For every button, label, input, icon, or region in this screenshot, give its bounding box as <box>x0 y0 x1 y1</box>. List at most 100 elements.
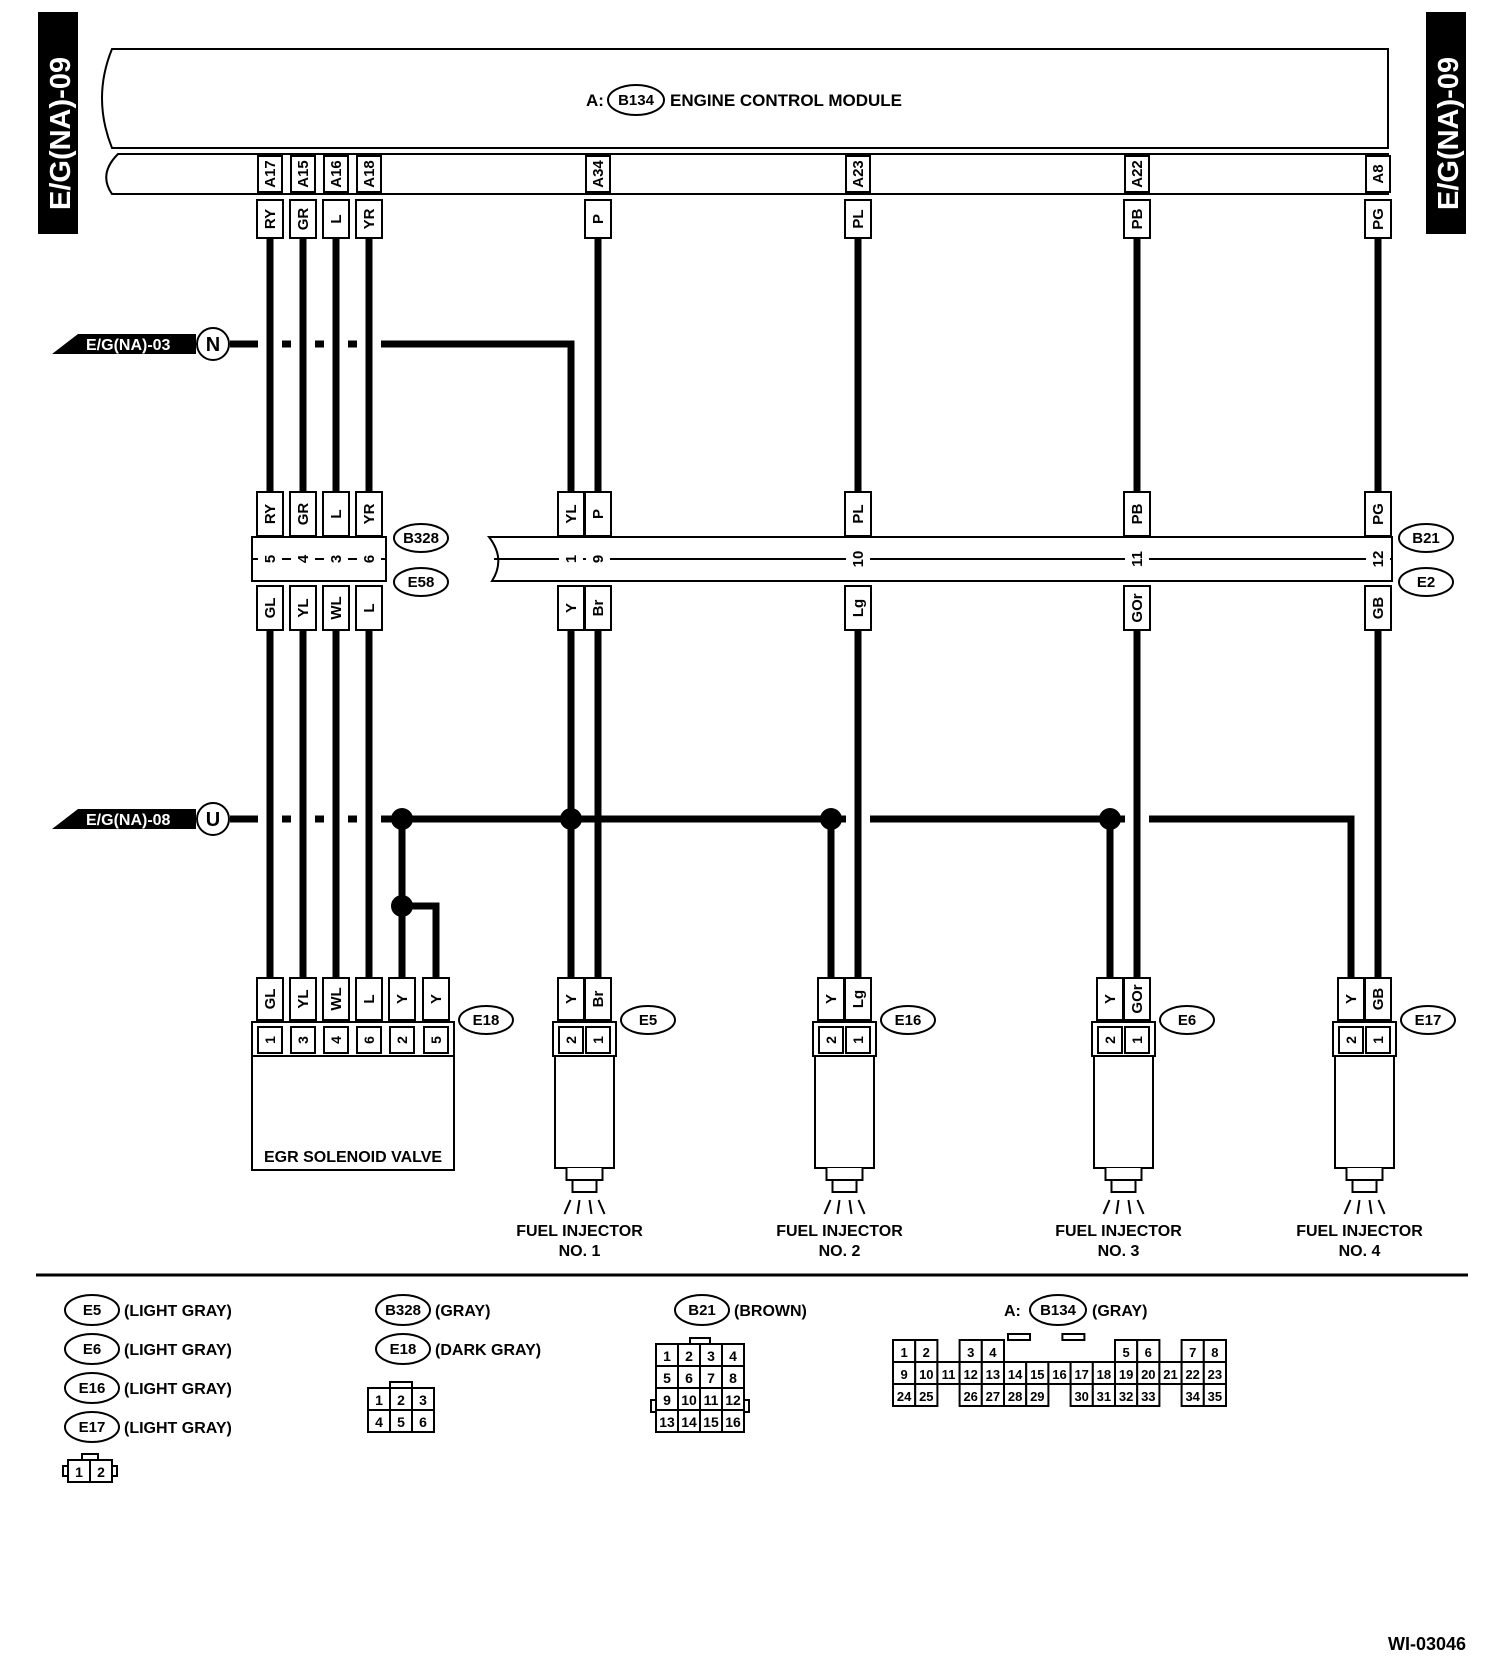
injector-2-wire-color-1-text: Lg <box>850 990 867 1008</box>
legend-ecm-connector: A:B134(GRAY) <box>1004 1294 1147 1326</box>
legend-b21-pinout-cell: 6 <box>685 1370 693 1386</box>
junction-right-top-color-0: YL <box>557 491 585 537</box>
legend-ecm-pinout-cell: 20 <box>1141 1367 1155 1382</box>
injector-4-label: FUEL INJECTOR <box>1296 1223 1423 1240</box>
legend-ecm-desc: (GRAY) <box>1092 1303 1147 1320</box>
junction-right-top-id: B21 <box>1412 530 1440 547</box>
junction-right-pin-0: 1 <box>563 555 580 563</box>
injector-2-pin-0: 2 <box>823 1036 839 1044</box>
side-tab-right[interactable]: E/G(NA)-09 <box>1426 12 1466 234</box>
legend-b21-pinout-cell: 15 <box>703 1414 719 1430</box>
injector-1-wire-color-1-text: Br <box>590 991 607 1008</box>
junction-left-top-color-3: YR <box>355 491 383 537</box>
legend-ecm-pinout-cell: 2 <box>923 1345 930 1360</box>
ecm-wire-color-2-text: L <box>328 214 345 223</box>
junction-left-bottom-color-3-text: L <box>361 603 378 612</box>
egr-label: EGR SOLENOID VALVE <box>264 1149 442 1166</box>
ecm-pin-7-text: A8 <box>1370 164 1387 183</box>
side-tab-left[interactable]: E/G(NA)-09 <box>38 12 78 234</box>
ref-n-page: E/G(NA)-03 <box>86 337 171 354</box>
junction-right-bottom-id: E2 <box>1417 574 1435 591</box>
junction-right-pin-2: 10 <box>850 551 867 568</box>
junction-right-bottom-color-4: GB <box>1364 585 1392 631</box>
legend-injector-connector-0: E5 (LIGHT GRAY) <box>64 1294 232 1326</box>
legend-ecm-pinout-cell: 31 <box>1097 1389 1111 1404</box>
ecm-pin-2-text: A16 <box>328 160 345 188</box>
ecm-wire-color-3-text: YR <box>361 208 378 229</box>
ref-flag-u[interactable]: E/G(NA)-08 U <box>52 802 230 836</box>
injector-1-wire-color-1: Br <box>584 977 612 1021</box>
injector-3-number: NO. 3 <box>1098 1243 1140 1260</box>
ecm-wire-color-0-text: RY <box>262 209 279 229</box>
legend-ecm-pinout-cell: 21 <box>1163 1367 1177 1382</box>
legend-injector-pinout-cell: 1 <box>75 1464 83 1480</box>
ecm-pin-3: A18 <box>356 155 382 193</box>
legend-injector-connector-1-desc: (LIGHT GRAY) <box>124 1342 232 1359</box>
legend-ecm-pinout-cell: 24 <box>897 1389 912 1404</box>
legend-mid-pinout-cell: 2 <box>397 1392 405 1408</box>
junction-right-pin-1: 9 <box>590 555 607 563</box>
injector-2-wire-color-1: Lg <box>844 977 872 1021</box>
legend-injector-connector-0-id: E5 <box>83 1302 101 1319</box>
legend-ecm-pinout-cell: 7 <box>1189 1345 1196 1360</box>
injector-4-wire-color-0: Y <box>1337 977 1365 1021</box>
ecm-pin-0: A17 <box>257 155 283 193</box>
egr-pin-3: 6 <box>361 1036 377 1044</box>
egr-solenoid-valve[interactable]: E18 EGR SOLENOID VALVE <box>251 1005 514 1171</box>
junction-right: B21 E2 <box>486 523 1454 597</box>
ecm-pin-0-text: A17 <box>262 160 279 188</box>
ecm-wire-color-4-text: P <box>590 214 607 224</box>
junction-right-top-color-4-text: PG <box>1370 503 1387 525</box>
legend-ecm-pinout-cell: 32 <box>1119 1389 1133 1404</box>
ref-u-letter: U <box>206 809 220 831</box>
legend-ecm-prefix: A: <box>1004 1303 1021 1320</box>
ecm-wire-color-5: PL <box>844 199 872 239</box>
junction-left-bottom-color-1-text: YL <box>295 598 312 617</box>
ecm-pin-3-text: A18 <box>361 160 378 188</box>
ecm-wire-color-3: YR <box>355 199 383 239</box>
legend-ecm-pinout-cell: 10 <box>919 1367 933 1382</box>
ecm-wire-color-1-text: GR <box>295 208 312 231</box>
ecm-wire-color-6: PB <box>1123 199 1151 239</box>
legend-ecm-pinout-cell: 3 <box>967 1345 974 1360</box>
legend-ecm-pinout-cell: 28 <box>1008 1389 1022 1404</box>
legend-mid-pinout-cell: 4 <box>375 1414 383 1430</box>
junction-left-top-color-3-text: YR <box>361 503 378 524</box>
legend-mid-pinout-cell: 5 <box>397 1414 405 1430</box>
ref-flag-n[interactable]: E/G(NA)-03 N <box>52 327 230 361</box>
ecm-wire-color-5-text: PL <box>850 209 867 228</box>
ecm-pin-5-text: A23 <box>850 160 867 188</box>
legend-b21-pinout-cell: 9 <box>663 1392 671 1408</box>
junction-right-top-color-1: P <box>584 491 612 537</box>
side-tab-left-label: E/G(NA)-09 <box>45 57 77 210</box>
ecm-wire-color-0: RY <box>256 199 284 239</box>
legend-mid-pinout-cell: 6 <box>419 1414 427 1430</box>
junction-left-pin-0: 5 <box>262 555 279 563</box>
ecm-wire-color-7: PG <box>1364 199 1392 239</box>
junction-left-top-color-1: GR <box>289 491 317 537</box>
junction-right-bottom-color-1: Br <box>584 585 612 631</box>
legend-injector-connector-0-desc: (LIGHT GRAY) <box>124 1303 232 1320</box>
ecm-pin-6-text: A22 <box>1129 160 1146 188</box>
legend-ecm-pinout-cell: 15 <box>1030 1367 1044 1382</box>
junction-left-top-color-0-text: RY <box>262 504 279 524</box>
junction-right-top-color-2: PL <box>844 491 872 537</box>
side-tab-right-label: E/G(NA)-09 <box>1433 57 1465 210</box>
junction-right-bottom-color-2-text: Lg <box>850 599 867 617</box>
injector-3-wire-color-0-text: Y <box>1102 994 1119 1004</box>
injector-1-wire-color-0: Y <box>557 977 585 1021</box>
legend-mid-connector-1-desc: (DARK GRAY) <box>435 1342 541 1359</box>
legend-mid-connector-1: E18(DARK GRAY) <box>375 1333 541 1365</box>
engine-control-module: A: B134 ENGINE CONTROL MODULE <box>101 48 1389 195</box>
legend-ecm-pinout-cell: 23 <box>1208 1367 1222 1382</box>
legend-ecm-pinout-cell: 13 <box>986 1367 1000 1382</box>
legend-b21-pinout-cell: 16 <box>725 1414 741 1430</box>
legend-ecm-pinout-cell: 14 <box>1008 1367 1023 1382</box>
egr-pin-1: 3 <box>295 1036 311 1044</box>
junction-left-bottom-color-0-text: GL <box>262 598 279 619</box>
